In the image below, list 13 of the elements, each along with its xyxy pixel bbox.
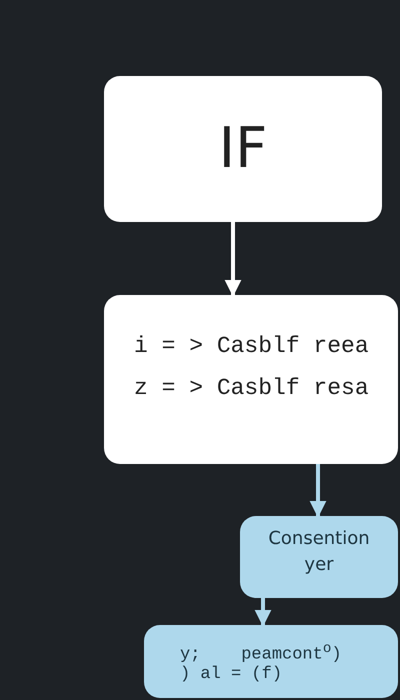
node-text: i = > Casblf reea xyxy=(134,333,369,359)
node-text: ) al = (f) xyxy=(180,665,282,685)
node-text: z = > Casblf resa xyxy=(134,375,369,401)
arrow xyxy=(310,464,326,518)
arrow xyxy=(224,222,242,297)
process-box xyxy=(104,76,382,222)
arrow xyxy=(254,598,272,627)
node-text: y; peamcont$^{o}$) xyxy=(180,640,342,666)
process-box xyxy=(240,516,398,598)
process-box xyxy=(104,295,398,464)
node-text: Consention yer xyxy=(267,527,371,577)
process-box xyxy=(144,625,398,698)
node-text: IF xyxy=(218,115,268,183)
